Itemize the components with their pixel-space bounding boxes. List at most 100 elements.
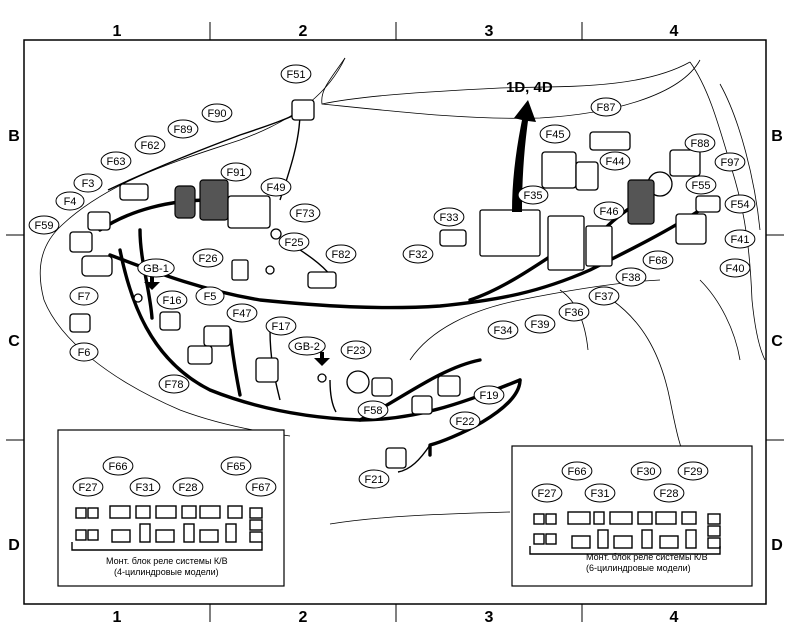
label-f54-text: F54 (731, 199, 750, 211)
label-f17: F17 (265, 316, 297, 336)
column-label-top-4: 4 (670, 23, 679, 40)
label-f88: F88 (684, 133, 716, 153)
label-f91: F91 (220, 162, 252, 182)
label-f3-text: F3 (82, 178, 95, 190)
inset-right-label-f28-text: F28 (660, 488, 679, 500)
label-f88-text: F88 (691, 138, 710, 150)
label-f38-text: F38 (622, 272, 641, 284)
inset-left-label-f67-text: F67 (252, 482, 271, 494)
inset-right-label-f66-text: F66 (568, 466, 587, 478)
label-f73: F73 (289, 203, 321, 223)
label-f78: F78 (158, 374, 190, 394)
label-f35-text: F35 (524, 190, 543, 202)
inset-right-label-f27-text: F27 (538, 488, 557, 500)
label-f68: F68 (642, 250, 674, 270)
label-f47: F47 (226, 303, 258, 323)
label-f5: F5 (195, 286, 225, 306)
column-label-top-3: 3 (485, 23, 494, 40)
inset-right-label-f27: F27 (531, 483, 563, 503)
label-f68-text: F68 (649, 255, 668, 267)
label-f37-text: F37 (595, 291, 614, 303)
label-f51-text: F51 (287, 69, 306, 81)
label-f46: F46 (593, 201, 625, 221)
inset-left-caption-2: (4-цилиндровые модели) (114, 567, 219, 577)
grid-ticks (6, 22, 784, 622)
label-f16: F16 (156, 290, 188, 310)
label-f4-text: F4 (64, 196, 77, 208)
label-f44: F44 (599, 151, 631, 171)
inset-left-label-f67: F67 (245, 477, 277, 497)
column-label-bottom-1: 1 (113, 609, 122, 626)
label-f25: F25 (278, 232, 310, 252)
label-gb-2-text: GB-2 (294, 341, 320, 353)
label-f37: F37 (588, 286, 620, 306)
label-f78-text: F78 (165, 379, 184, 391)
label-f55: F55 (685, 175, 717, 195)
label-f58: F58 (357, 400, 389, 420)
label-f23: F23 (340, 340, 372, 360)
label-f41: F41 (724, 229, 756, 249)
label-f19-text: F19 (480, 390, 499, 402)
label-f26-text: F26 (199, 253, 218, 265)
label-f35: F35 (517, 185, 549, 205)
row-label-left-b: B (8, 128, 20, 145)
row-label-right-d: D (771, 537, 783, 554)
inset-left-label-f27: F27 (72, 477, 104, 497)
inset-left-label-f65: F65 (220, 456, 252, 476)
label-f22-text: F22 (456, 416, 475, 428)
inset-left-label-f66-text: F66 (109, 461, 128, 473)
column-label-top-2: 2 (299, 23, 308, 40)
label-f55-text: F55 (692, 180, 711, 192)
label-f91-text: F91 (227, 167, 246, 179)
inset-right-label-f29-text: F29 (684, 466, 703, 478)
direction-arrow (512, 100, 536, 212)
inset-left-label-f27-text: F27 (79, 482, 98, 494)
label-gb-1-text: GB-1 (143, 263, 169, 275)
label-f32: F32 (402, 244, 434, 264)
label-f7-text: F7 (78, 291, 91, 303)
inset-right-label-f31: F31 (584, 483, 616, 503)
diagram-frame (23, 39, 767, 605)
label-f33: F33 (433, 207, 465, 227)
label-f46-text: F46 (600, 206, 619, 218)
inset-right-label-f30-text: F30 (637, 466, 656, 478)
column-label-bottom-2: 2 (299, 609, 308, 626)
label-f59: F59 (28, 215, 60, 235)
inset-left-label-f28-text: F28 (179, 482, 198, 494)
label-f40: F40 (719, 258, 751, 278)
label-f41-text: F41 (731, 234, 750, 246)
row-label-left-d: D (8, 537, 20, 554)
label-f21-text: F21 (365, 474, 384, 486)
label-f6: F6 (69, 342, 99, 362)
inset-left-label-f31-text: F31 (136, 482, 155, 494)
label-f38: F38 (615, 267, 647, 287)
label-f82-text: F82 (332, 249, 351, 261)
label-f39: F39 (524, 314, 556, 334)
label-f26: F26 (192, 248, 224, 268)
inset-right-label-f28: F28 (653, 483, 685, 503)
label-f19: F19 (473, 385, 505, 405)
row-label-left-c: C (8, 333, 20, 350)
label-f59-text: F59 (35, 220, 54, 232)
label-f90: F90 (201, 103, 233, 123)
label-f51: F51 (280, 64, 312, 84)
label-f54: F54 (724, 194, 756, 214)
inset-right-label-f66: F66 (561, 461, 593, 481)
inset-right-label-f30: F30 (630, 461, 662, 481)
label-f40-text: F40 (726, 263, 745, 275)
label-f97: F97 (714, 152, 746, 172)
label-f34-text: F34 (494, 325, 513, 337)
label-f87: F87 (590, 97, 622, 117)
label-f89: F89 (167, 119, 199, 139)
label-f6-text: F6 (78, 347, 91, 359)
column-label-bottom-3: 3 (485, 609, 494, 626)
inset-left-label-f66: F66 (102, 456, 134, 476)
label-f7: F7 (69, 286, 99, 306)
row-label-right-c: C (771, 333, 783, 350)
row-label-right-b: B (771, 128, 783, 145)
direction-label: 1D, 4D (506, 79, 553, 96)
label-f63: F63 (100, 151, 132, 171)
label-f39-text: F39 (531, 319, 550, 331)
